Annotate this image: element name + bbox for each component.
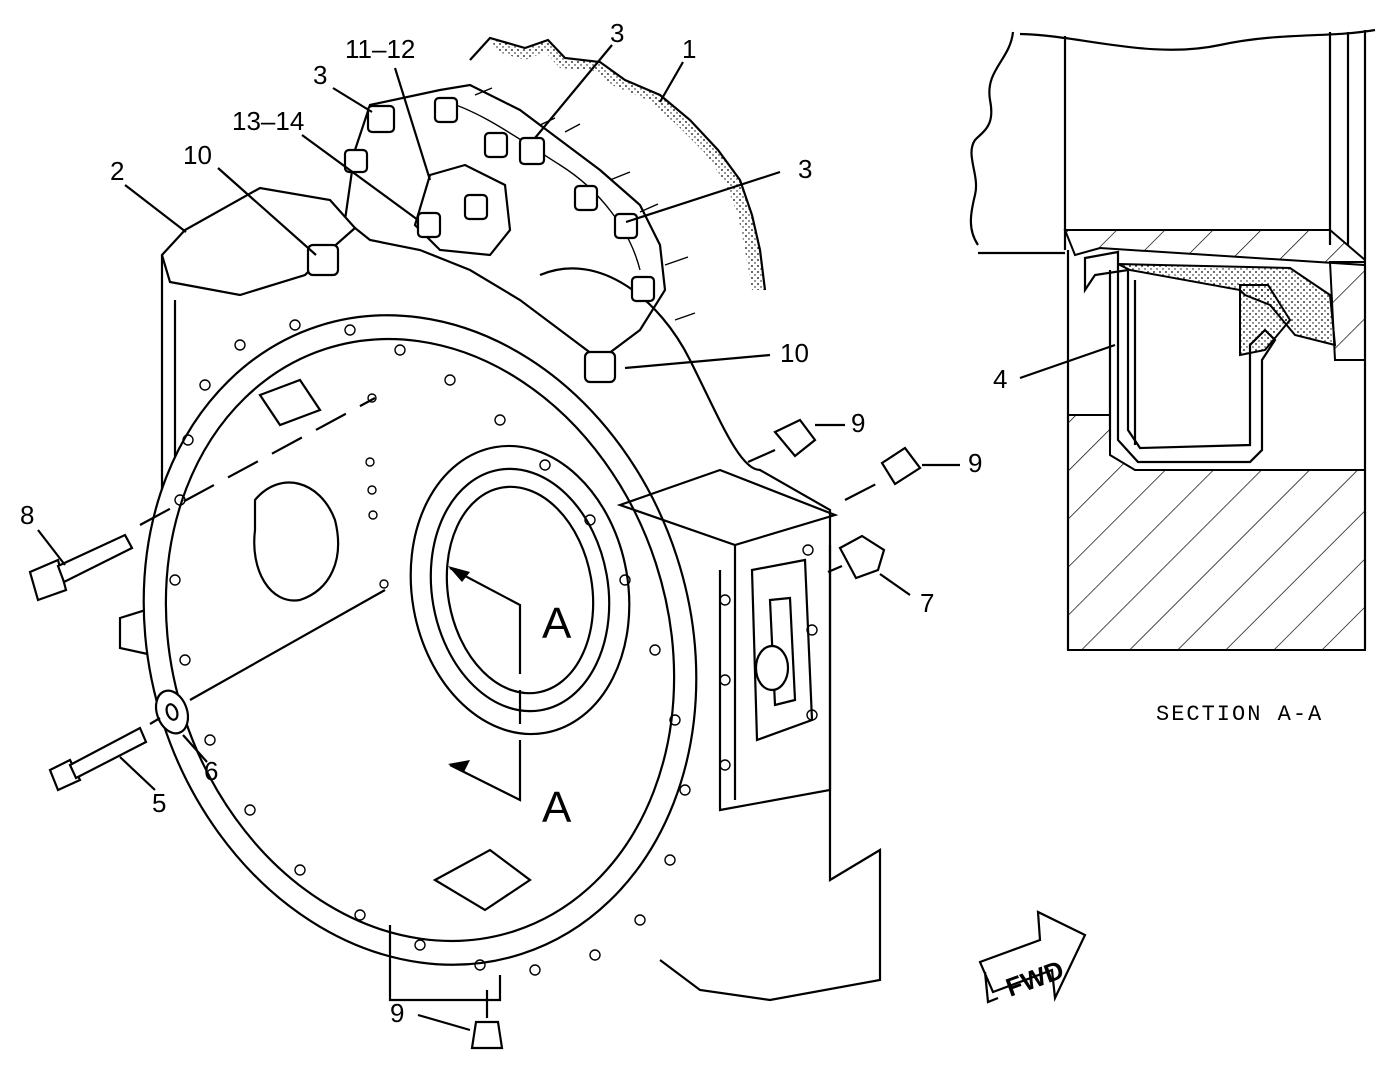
section-view-title: SECTION A-A [1156,702,1323,727]
washer-6 [149,589,386,735]
callout-3-right: 3 [798,154,812,184]
bolt-5 [48,726,148,792]
callout-9-upper: 9 [851,408,865,438]
plug-7 [827,534,886,580]
bolt-3-upper-left [366,104,396,134]
gasket-outline [469,36,767,291]
section-a-a-view [969,28,1376,651]
callout-13-14: 13–14 [232,106,304,136]
callout-7: 7 [920,588,934,618]
plug-9-right [844,446,922,501]
callout-3-upper-left: 3 [313,60,327,90]
flange-bolt-holes [169,319,818,976]
top-bolts [306,87,696,384]
callout-10-upper: 10 [183,140,212,170]
callout-4: 4 [993,364,1007,394]
callout-11-12: 11–12 [345,34,415,64]
flywheel-housing-body [118,186,882,1002]
callout-2: 2 [110,156,124,186]
callout-6: 6 [204,756,218,786]
plug-9-bottom [470,990,504,1050]
section-mark-upper: A [542,599,572,648]
callout-9-right: 9 [968,448,982,478]
bolt-10-lower [583,350,617,384]
section-cut-line [448,566,522,802]
bolt-10-upper [306,243,340,277]
callout-9-bottom: 9 [390,998,404,1028]
callout-1: 1 [682,34,696,64]
callout-5: 5 [152,788,166,818]
callout-3-top: 3 [610,18,624,48]
callout-10-lower: 10 [780,338,809,368]
fwd-arrow [978,910,1087,1004]
callout-8: 8 [20,500,34,530]
leader-lines [37,44,1116,1032]
bolt-8 [28,397,376,602]
section-mark-lower: A [542,783,572,832]
plug-9-upper [747,418,817,464]
